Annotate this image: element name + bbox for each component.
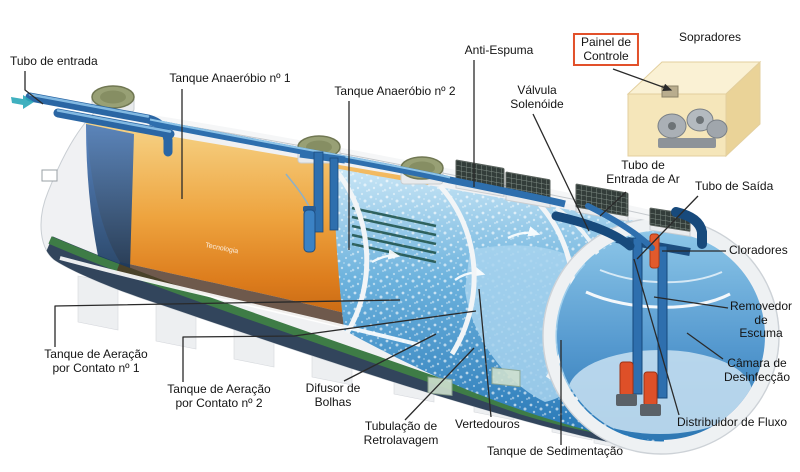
leader-vertedouros xyxy=(478,288,492,418)
label-removedor-escuma: Removedor de Escuma xyxy=(729,299,793,340)
leader-distribuidor-fluxo xyxy=(633,258,680,416)
label-tubo-entrada: Tubo de entrada xyxy=(10,54,98,68)
leader-camara-desinfeccao xyxy=(686,332,724,360)
weir-box xyxy=(491,367,521,388)
leader-aeracao-contato-1 xyxy=(54,299,401,347)
label-tanque-anaerobio-1: Tanque Anaeróbio nº 1 xyxy=(169,71,291,85)
label-camara-desinfeccao: Câmara de Desinfecção xyxy=(723,356,791,384)
leader-aeracao-contato-2 xyxy=(182,310,477,382)
leader-valvula-solenoide xyxy=(532,113,590,232)
leader-painel-controle xyxy=(612,68,673,92)
air-inlet-pipe xyxy=(585,203,655,251)
label-anti-espuma: Anti-Espuma xyxy=(464,43,534,57)
label-aeracao-contato-2: Tanque de Aeração por Contato nº 2 xyxy=(167,382,271,410)
label-difusor-bolhas: Difusor de Bolhas xyxy=(305,381,361,409)
blower-units xyxy=(657,108,728,148)
leader-removedor-escuma xyxy=(653,296,729,309)
label-tubo-entrada-ar: Tubo de Entrada de Ar xyxy=(606,158,680,186)
leader-difusor-bolhas xyxy=(343,333,437,382)
leader-tubo-saida xyxy=(636,195,699,260)
label-painel-controle: Painel de Controle xyxy=(572,33,640,66)
cut-lip xyxy=(59,256,421,347)
section-divider xyxy=(331,165,370,335)
leader-lines xyxy=(24,60,729,445)
section-divider xyxy=(438,184,477,356)
label-valvula-solenoide: Válvula Solenóide xyxy=(510,83,564,111)
label-cloradores: Cloradores xyxy=(729,243,788,257)
leader-tubulacao-retrolavagem xyxy=(404,347,475,421)
pump-unit xyxy=(616,361,637,406)
outlet-pipe xyxy=(551,211,635,251)
blower-box xyxy=(626,60,762,158)
weir-box xyxy=(427,376,453,397)
shell-logo xyxy=(41,169,58,182)
vent-cap xyxy=(91,85,135,113)
label-tubo-saida: Tubo de Saída xyxy=(695,179,774,193)
label-vertedouros: Vertedouros xyxy=(455,417,520,431)
label-tubulacao-retrolavagem: Tubulação de Retrolavagem xyxy=(363,419,439,447)
pump-unit xyxy=(640,371,661,416)
flow-distributor-pipe xyxy=(657,245,668,399)
label-tanque-anaerobio-2: Tanque Anaeróbio nº 2 xyxy=(334,84,456,98)
anaerobic-shadow-edge xyxy=(116,262,418,345)
inlet-flow-arrow-icon xyxy=(11,95,34,109)
internal-transfer-pipe xyxy=(149,118,566,233)
chlorinator-tube xyxy=(649,233,660,269)
leader-tubo-entrada-ar xyxy=(599,191,627,217)
label-aeracao-contato-1: Tanque de Aeração por Contato nº 1 xyxy=(44,347,148,375)
label-tanque-sedimentacao: Tanque de Sedimentação xyxy=(487,444,624,458)
antifoam-dispenser xyxy=(285,173,316,253)
inlet-baffle xyxy=(86,124,134,268)
label-distribuidor-fluxo: Distribuidor de Fluxo xyxy=(677,415,788,429)
label-sopradores: Sopradores xyxy=(678,30,742,44)
leader-tubo-entrada xyxy=(24,71,44,105)
